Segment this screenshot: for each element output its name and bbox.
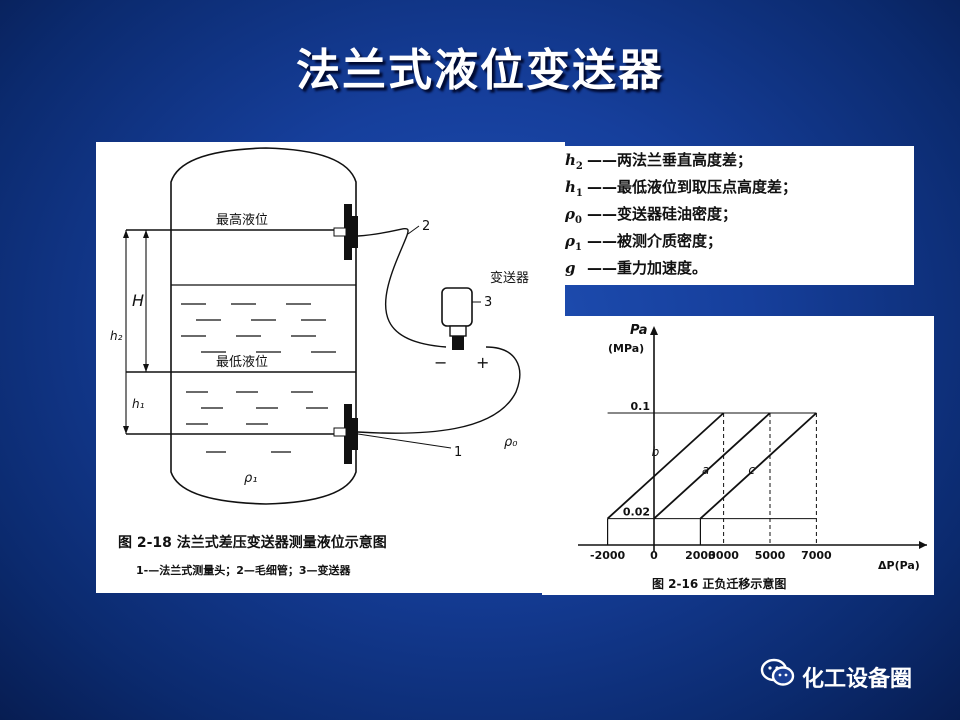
x-tick-label: -2000	[590, 549, 626, 562]
label-h2: h₂	[110, 329, 123, 343]
tank-outline	[170, 147, 357, 505]
transmitter-body	[441, 287, 473, 350]
legend-text: ——最低液位到取压点高度差；	[587, 178, 798, 196]
legend-row: h1——最低液位到取压点高度差；	[565, 175, 797, 199]
legend-text: ——重力加速度。	[587, 259, 708, 277]
x-tick-label: 2000	[685, 549, 716, 562]
watermark-text: 化工设备圈	[802, 667, 913, 692]
x-tick-label: 3000	[708, 549, 739, 562]
legend-row: h2——两法兰垂直高度差；	[565, 148, 752, 172]
callout-2: 2	[422, 219, 430, 234]
label-plus: +	[476, 353, 489, 372]
series-line-b	[606, 412, 725, 520]
chart-caption: 图 2-16 正负迁移示意图	[652, 576, 786, 591]
y-tick-label: 0.02	[623, 506, 650, 519]
series-label-b: b	[652, 445, 660, 459]
legend-symbol: g	[565, 259, 576, 277]
tank-diagram-panel: 最高液位 最低液位 变送器 2 3 1 − + H h₂ h₁ ρ₁ ρ₀ 图 …	[96, 142, 565, 593]
wechat-icon	[760, 658, 796, 702]
liquid-dashes	[181, 303, 336, 453]
legend-text: ——两法兰垂直高度差；	[587, 151, 753, 169]
legend-symbol: ρ0	[565, 205, 582, 226]
label-max-level: 最高液位	[216, 212, 268, 228]
x-tick-label: 0	[650, 549, 658, 562]
y-axis-label: Pa	[630, 323, 647, 338]
label-minus: −	[434, 353, 447, 372]
tank-diagram: 最高液位 最低液位 变送器 2 3 1 − + H h₂ h₁ ρ₁ ρ₀ 图 …	[110, 147, 529, 577]
callout-1: 1	[454, 445, 462, 460]
legend-text: ——被测介质密度；	[587, 232, 723, 250]
legend-symbol: h1	[565, 178, 583, 199]
legend-row: g ——重力加速度。	[565, 256, 707, 280]
capillary-upper	[357, 228, 447, 348]
label-h1: h₁	[132, 397, 145, 411]
y-tick-label: 0.1	[631, 400, 651, 413]
legend-row: ρ0 ——变送器硅油密度；	[565, 202, 737, 226]
y-axis-unit: (MPa)	[608, 342, 644, 355]
series-line-a	[653, 412, 771, 520]
diagram-caption: 图 2-18 法兰式差压变送器测量液位示意图	[118, 534, 387, 551]
label-rho0: ρ₀	[504, 435, 518, 450]
upper-flange	[333, 204, 358, 260]
series-label-a: a	[702, 463, 709, 477]
series-label-c: c	[748, 463, 755, 477]
diagram-subcaption: 1-—法兰式测量头；2—毛细管；3—变送器	[136, 563, 352, 577]
x-tick-label: 5000	[755, 549, 786, 562]
y-axis-arrow	[650, 326, 658, 335]
capillary-lower	[357, 346, 521, 434]
slide-title: 法兰式液位变送器	[296, 45, 664, 96]
x-axis-label: ΔP(Pa)	[878, 559, 920, 572]
label-rho1: ρ₁	[244, 471, 257, 486]
legend-text: ——变送器硅油密度；	[587, 205, 738, 223]
label-min-level: 最低液位	[216, 355, 268, 370]
series-line-c	[699, 412, 818, 520]
watermark: 化工设备圈	[760, 658, 912, 698]
label-H: H	[132, 291, 144, 310]
callout-3: 3	[484, 295, 492, 310]
legend-symbol: ρ1	[565, 232, 582, 253]
x-axis-arrow	[919, 541, 927, 549]
legend-panel: h2——两法兰垂直高度差； h1——最低液位到取压点高度差； ρ0 ——变送器硅油…	[555, 146, 914, 285]
x-tick-label: 7000	[801, 549, 832, 562]
lower-flange	[333, 404, 358, 464]
legend-row: ρ1 ——被测介质密度；	[565, 229, 722, 253]
legend-symbol: h2	[565, 151, 583, 172]
label-transmitter: 变送器	[490, 270, 529, 286]
